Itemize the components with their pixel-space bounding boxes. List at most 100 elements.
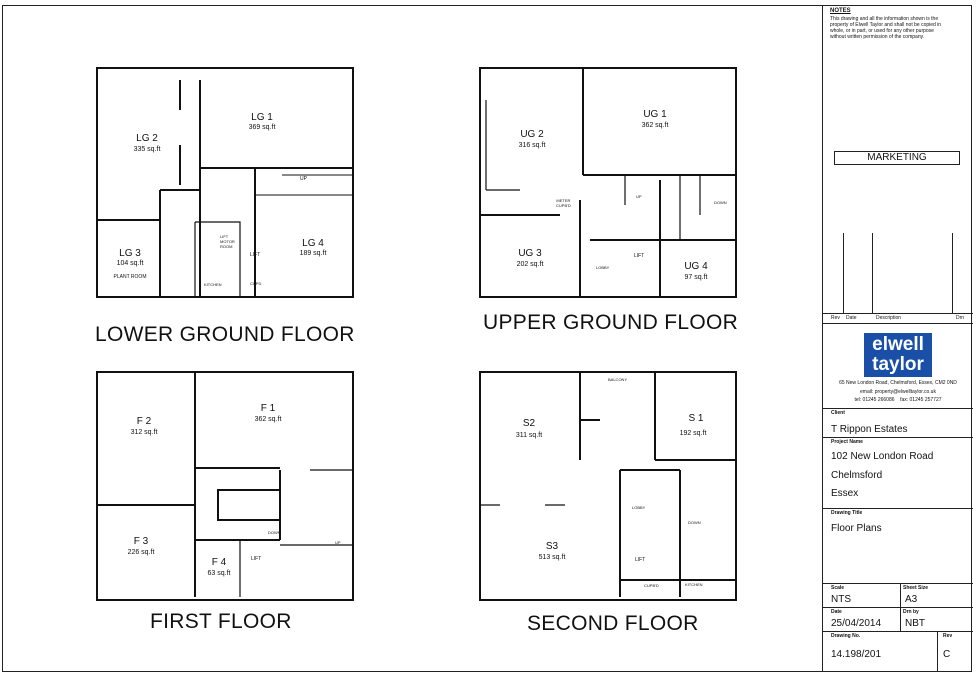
s-down-label: DOWN (688, 520, 701, 525)
scale-label: Scale (831, 585, 845, 591)
drawing-no-top-line (823, 631, 973, 632)
ug-down-label: DOWN (714, 200, 727, 205)
room-f2-area: 312 sq.ft (130, 429, 158, 436)
description-col-header: Description (876, 315, 902, 321)
meter-cupbd-label: METER CUPB'D (556, 198, 571, 208)
drawing-no-label: Drawing No. (831, 633, 861, 639)
scale-value: NTS (831, 594, 851, 605)
project-top-line (823, 437, 973, 438)
f-down-label: DOWN (268, 530, 281, 535)
title-block: NOTES This drawing and all the informati… (822, 5, 973, 672)
upper-ground-floor-title: UPPER GROUND FLOOR (483, 311, 739, 334)
ug-up-label: UP (636, 194, 642, 199)
rev-col-header: Rev (831, 315, 840, 321)
client-top-line (823, 408, 973, 409)
ug-lift-label: LIFT (634, 253, 645, 259)
room-f1-name: F 1 (260, 403, 276, 414)
drawing-frame (2, 5, 972, 672)
room-s1-name: S 1 (688, 413, 704, 424)
room-lg3-name: LG 3 (119, 248, 141, 259)
company-address: 65 New London Road, Chelmsford, Essex, C… (839, 380, 957, 386)
project-line2: Chelmsford (831, 470, 883, 481)
room-lg2-name: LG 2 (136, 133, 158, 144)
lg-cupd-label: CUPD (250, 281, 262, 286)
drawing-title-value: Floor Plans (831, 523, 882, 534)
room-ug4-area: 97 sq.ft (684, 274, 708, 281)
room-lg1-area: 369 sq.ft (248, 124, 276, 131)
company-logo: elwell taylor (864, 333, 932, 377)
room-s2-name: S2 (522, 418, 536, 429)
drn-by-label: Drn by (903, 609, 919, 615)
project-line3: Essex (831, 488, 859, 499)
rev-column-line (843, 233, 844, 313)
room-f1-area: 362 sq.ft (254, 416, 282, 423)
date-col-header: Date (846, 315, 857, 321)
ug-lobby-label: LOBBY (596, 265, 610, 270)
s-lift-label: LIFT (635, 557, 646, 563)
room-lg2-area: 335 sq.ft (133, 146, 161, 153)
logo-line2: taylor (872, 354, 924, 375)
notes-heading: NOTES (830, 8, 851, 14)
logo-line1: elwell (872, 334, 924, 355)
s-lobby-label: LOBBY (632, 505, 646, 510)
upper-ground-plan (479, 67, 737, 298)
project-label: Project Name (831, 439, 863, 445)
date-column-line (872, 233, 873, 313)
room-ug1-area: 362 sq.ft (641, 122, 669, 129)
sheet-size-label: Sheet Size (903, 585, 929, 591)
room-f3-area: 226 sq.ft (127, 549, 155, 556)
lg-up-label: UP (300, 176, 307, 182)
status-box: MARKETING (834, 151, 960, 165)
lg-kitchen-label: KITCHEN (204, 282, 222, 287)
s-kitchen-label: KITCHEN (685, 582, 703, 587)
drawing-title-label: Drawing Title (831, 510, 863, 516)
rev-header-top (823, 313, 973, 314)
sheet-size-value: A3 (905, 594, 918, 605)
room-ug3-name: UG 3 (518, 248, 542, 259)
first-floor-title: FIRST FLOOR (150, 610, 292, 633)
first-floor-plan (96, 371, 354, 601)
company-email: email: property@elwelltaylor.co.uk (860, 389, 936, 395)
drawing-no-value: 14.198/201 (831, 649, 882, 660)
room-ug1-name: UG 1 (643, 109, 667, 120)
date-value: 25/04/2014 (831, 618, 882, 629)
room-f2-name: F 2 (136, 416, 152, 427)
second-floor-plan (479, 371, 737, 601)
room-lg4-name: LG 4 (302, 238, 324, 249)
room-lg3-area: 104 sq.ft (116, 260, 144, 267)
f-lift-label: LIFT (251, 556, 262, 562)
rev-header-bottom (823, 323, 973, 324)
client-value: T Rippon Estates (831, 424, 908, 435)
room-s3-name: S3 (545, 541, 559, 552)
plant-room-label: PLANT ROOM (113, 274, 147, 280)
lower-ground-plan (96, 67, 354, 298)
room-s2-area: 311 sq.ft (515, 432, 543, 439)
project-line1: 102 New London Road (831, 451, 934, 462)
client-label: Client (831, 410, 845, 416)
drn-by-value: NBT (905, 618, 925, 629)
room-ug2-area: 316 sq.ft (518, 142, 546, 149)
rev-divider (937, 631, 938, 672)
date-top-line (823, 607, 973, 608)
room-ug3-area: 202 sq.ft (516, 261, 544, 268)
drawing-title-top-line (823, 508, 973, 509)
notes-text: This drawing and all the information sho… (830, 16, 942, 40)
drn-col-header: Drn (956, 315, 965, 321)
rev-label: Rev (943, 633, 953, 639)
s-cupd-label: CUPB'D (644, 583, 659, 588)
room-ug4-name: UG 4 (684, 261, 708, 272)
scale-top-line (823, 583, 973, 584)
room-f4-name: F 4 (211, 557, 227, 568)
f-up-label: UP (335, 540, 341, 545)
desc-column-line (952, 233, 953, 313)
room-f3-name: F 3 (133, 536, 149, 547)
room-lg1-name: LG 1 (251, 112, 273, 123)
room-f4-area: 63 sq.ft (207, 570, 231, 577)
room-ug2-name: UG 2 (520, 129, 544, 140)
lower-ground-floor-title: LOWER GROUND FLOOR (95, 323, 355, 346)
lift-motor-room-label: LIFT MOTOR ROOM (220, 234, 235, 249)
second-floor-title: SECOND FLOOR (527, 612, 699, 635)
company-phones: tel: 01245 266086 fax: 01245 257727 (854, 397, 942, 403)
lg-lift-label: LIFT (250, 252, 261, 258)
